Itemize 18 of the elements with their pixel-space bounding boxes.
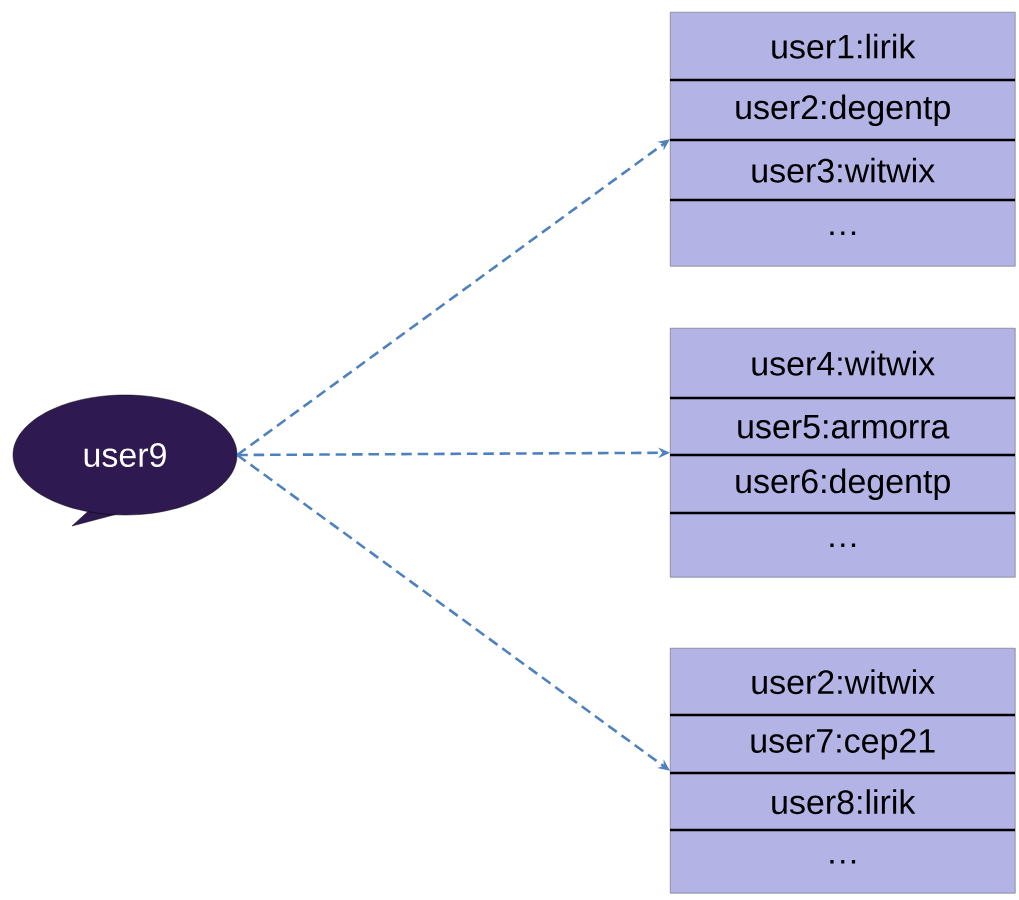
dashed-arrow xyxy=(236,139,670,457)
list-row: … xyxy=(830,543,856,548)
list-box xyxy=(670,328,1016,578)
list-row: user2:degentp xyxy=(736,94,950,127)
list-row: user5:armorra xyxy=(738,414,950,439)
list-row: user7:cep21 xyxy=(751,728,935,760)
list-box xyxy=(670,12,1016,267)
list-row: user6:degentp xyxy=(736,468,950,501)
speech-bubble: user9 xyxy=(12,394,238,527)
list-row: user1:lirik xyxy=(772,33,916,59)
list-row: … xyxy=(830,859,856,864)
list-row: user8:lirik xyxy=(772,789,916,815)
list-row: user2:witwix xyxy=(752,669,935,695)
list-row: user3:witwix xyxy=(752,157,935,183)
list-box xyxy=(670,648,1016,894)
list-row: user4:witwix xyxy=(752,350,935,376)
dashed-arrow xyxy=(236,453,670,771)
list-row: … xyxy=(830,231,856,236)
